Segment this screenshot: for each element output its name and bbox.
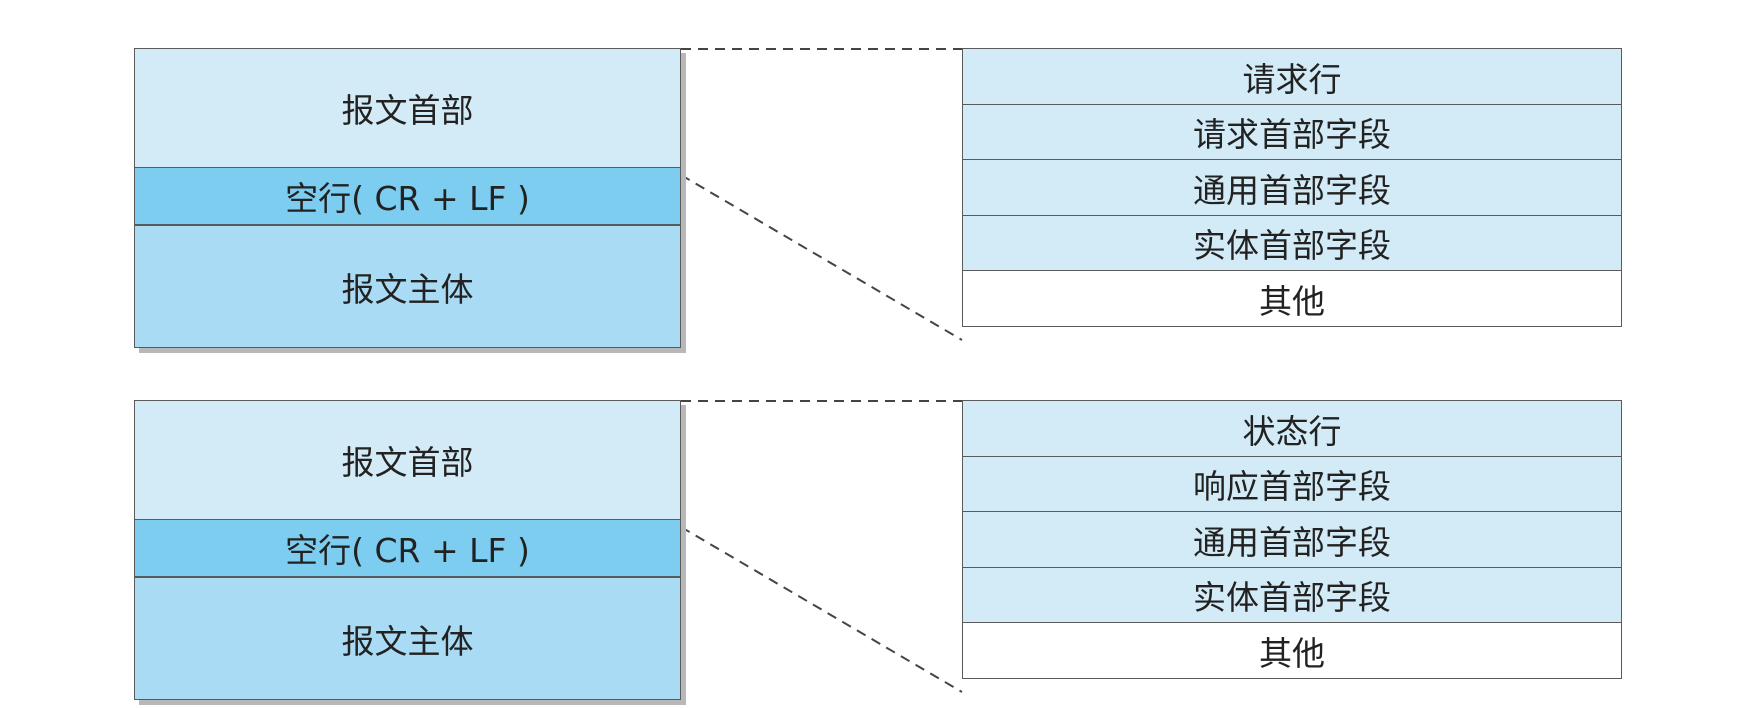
- field-label: 请求首部字段: [1193, 115, 1391, 154]
- field-label: 通用首部字段: [1193, 170, 1391, 210]
- field-row-response-header-fields: 响应首部字段: [962, 455, 1622, 513]
- message-header-label: 报文首部: [341, 91, 474, 130]
- blank-line-block: 空行( CR + LF ): [134, 167, 681, 225]
- message-body-label: 报文主体: [341, 621, 474, 661]
- message-body-block: 报文主体: [134, 577, 681, 700]
- response-message-structure: 报文首部 空行( CR + LF ) 报文主体: [134, 400, 686, 705]
- field-row-entity-header-fields: 实体首部字段: [962, 214, 1622, 272]
- response-header-fields: 状态行 响应首部字段 通用首部字段 实体首部字段 其他: [962, 400, 1622, 679]
- field-label: 请求行: [1242, 59, 1342, 99]
- field-label: 其他: [1259, 281, 1325, 321]
- field-label: 响应首部字段: [1193, 467, 1391, 506]
- field-row-entity-header-fields: 实体首部字段: [962, 566, 1622, 624]
- response-connector-bottom: [680, 526, 963, 693]
- field-row-request-line: 请求行: [962, 48, 1622, 105]
- field-label: 其他: [1259, 633, 1325, 673]
- message-header-block: 报文首部: [134, 400, 681, 520]
- request-connector-bottom: [680, 174, 963, 341]
- blank-line-block: 空行( CR + LF ): [134, 519, 681, 577]
- field-row-other: 其他: [962, 270, 1622, 327]
- field-row-general-header-fields: 通用首部字段: [962, 511, 1622, 568]
- field-row-status-line: 状态行: [962, 400, 1622, 457]
- request-message-structure: 报文首部 空行( CR + LF ) 报文主体: [134, 48, 686, 353]
- message-body-label: 报文主体: [341, 269, 474, 309]
- field-row-general-header-fields: 通用首部字段: [962, 159, 1622, 216]
- message-body-block: 报文主体: [134, 225, 681, 348]
- field-label: 实体首部字段: [1193, 226, 1391, 265]
- message-header-block: 报文首部: [134, 48, 681, 168]
- message-header-label: 报文首部: [341, 443, 474, 482]
- request-header-fields: 请求行 请求首部字段 通用首部字段 实体首部字段 其他: [962, 48, 1622, 327]
- field-row-request-header-fields: 请求首部字段: [962, 103, 1622, 161]
- field-label: 通用首部字段: [1193, 522, 1391, 562]
- field-label: 状态行: [1242, 411, 1342, 451]
- field-label: 实体首部字段: [1193, 578, 1391, 617]
- field-row-other: 其他: [962, 622, 1622, 679]
- blank-line-label: 空行( CR + LF ): [285, 531, 530, 570]
- blank-line-label: 空行( CR + LF ): [285, 179, 530, 218]
